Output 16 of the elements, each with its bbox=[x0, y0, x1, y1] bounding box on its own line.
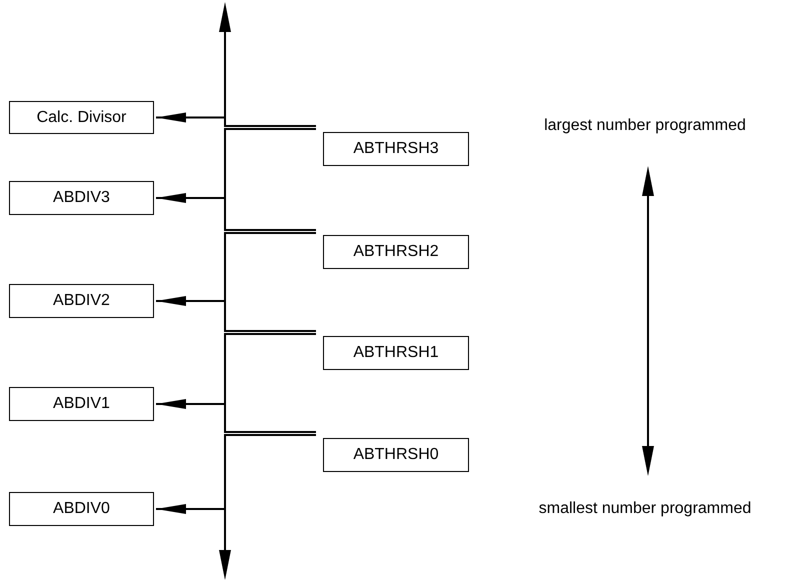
register-box: ABDIV3 bbox=[9, 181, 154, 215]
range-label: smallest number programmed bbox=[538, 500, 752, 518]
threshold-register-box: ABTHRSH2 bbox=[323, 235, 469, 269]
arrow bbox=[156, 504, 225, 514]
arrow bbox=[156, 399, 225, 409]
range-label: largest number programmed bbox=[544, 117, 746, 135]
register-box: ABDIV1 bbox=[9, 387, 154, 421]
threshold-register-box: ABTHRSH0 bbox=[323, 438, 469, 472]
arrow bbox=[156, 193, 225, 203]
register-box: Calc. Divisor bbox=[9, 101, 154, 134]
threshold-register-box: ABTHRSH1 bbox=[323, 336, 469, 370]
register-box: ABDIV0 bbox=[9, 492, 154, 526]
arrow bbox=[156, 296, 225, 306]
threshold-register-box: ABTHRSH3 bbox=[323, 132, 469, 166]
register-box: ABDIV2 bbox=[9, 284, 154, 318]
arrow bbox=[156, 112, 225, 122]
